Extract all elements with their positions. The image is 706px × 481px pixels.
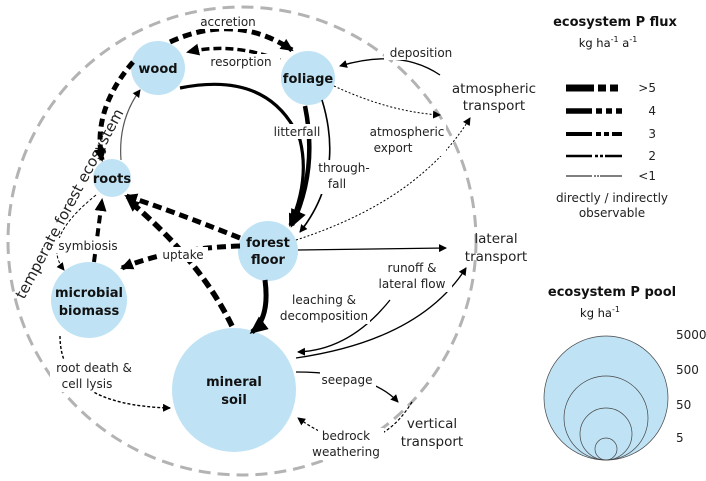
atm-transport-label-1: atmospheric bbox=[452, 81, 536, 97]
flux-leaching-label-2: decomposition bbox=[280, 309, 368, 323]
pool-forest-floor-label-2: floor bbox=[251, 253, 285, 268]
legend-flux-level-3: 3 bbox=[648, 127, 656, 141]
flux-accretion-arrow bbox=[168, 26, 294, 53]
pool-mineral-soil bbox=[172, 328, 296, 452]
flux-symbiosis-label: symbiosis bbox=[58, 239, 117, 253]
flux-litterfall-arrow bbox=[289, 105, 312, 228]
flux-roots-microbial-arrow bbox=[56, 194, 97, 271]
pool-mineral-soil-label-1: mineral bbox=[206, 375, 262, 390]
flux-atmospheric-export-arrow bbox=[295, 117, 471, 241]
legend-pool-circle-5000 bbox=[543, 335, 669, 461]
legend-pool-unit: kg ha-1 bbox=[580, 305, 620, 320]
legend-flux-level-5: >5 bbox=[638, 81, 656, 95]
flux-resorption-label: resorption bbox=[210, 55, 271, 69]
flux-seepage-label: seepage bbox=[322, 373, 373, 387]
pool-microbial-label-2: biomass bbox=[59, 304, 120, 319]
pool-foliage bbox=[281, 51, 335, 105]
legend-flux-note-2: observable bbox=[579, 206, 645, 220]
flux-runoff-label-1: runoff & bbox=[388, 261, 437, 275]
flux-floor-lateral-arrow bbox=[297, 244, 447, 253]
flux-throughfall-label-1: through- bbox=[318, 161, 369, 175]
flux-atm-export-label-1: atmospheric bbox=[370, 125, 445, 139]
legend-pool-level-5000: 5000 bbox=[676, 328, 706, 342]
flux-root-death-label-1: root death & bbox=[56, 361, 132, 375]
flux-uptake-floor-arrow bbox=[124, 193, 241, 241]
flux-leaching-label-1: leaching & bbox=[292, 293, 356, 307]
flux-runoff-arrow bbox=[295, 267, 467, 359]
pool-mineral-soil-label-2: soil bbox=[221, 393, 247, 408]
lateral-transport-label-2: transport bbox=[465, 249, 527, 265]
flux-resorption-arrow bbox=[186, 43, 281, 62]
vertical-transport-label-1: vertical bbox=[407, 416, 457, 432]
flux-weathering-arrow bbox=[297, 401, 413, 442]
flux-uptake-soil-arrow bbox=[126, 197, 235, 328]
pool-forest-floor bbox=[238, 221, 298, 281]
flux-runoff-label-2: lateral flow bbox=[379, 277, 446, 291]
flux-weathering-label-2: weathering bbox=[312, 445, 380, 459]
pool-microbial-label-1: microbial bbox=[55, 286, 123, 301]
flux-foliage-atm-arrow bbox=[333, 85, 441, 119]
legend-pool-level-5: 5 bbox=[676, 431, 684, 445]
flux-symbiosis-arrow bbox=[92, 198, 107, 263]
pool-roots bbox=[93, 159, 131, 197]
flux-deposition-label: deposition bbox=[390, 46, 453, 60]
legend-flux-title: ecosystem P flux bbox=[553, 15, 677, 30]
pool-foliage-label: foliage bbox=[283, 72, 334, 87]
legend-flux-note-1: directly / indirectly bbox=[556, 191, 668, 205]
flux-throughfall-label-2: fall bbox=[328, 177, 346, 191]
pool-forest-floor-label-1: forest bbox=[246, 236, 290, 251]
pool-microbial-biomass bbox=[51, 262, 127, 338]
lateral-transport-label-1: lateral bbox=[474, 231, 517, 247]
flux-roots-wood-arrow bbox=[120, 89, 141, 161]
flux-wood-roots-arrow bbox=[93, 60, 135, 162]
legend-flux-level-4: 4 bbox=[648, 104, 656, 118]
legend-pool-title: ecosystem P pool bbox=[548, 285, 676, 300]
legend-pool-level-50: 50 bbox=[676, 398, 691, 412]
flux-root-death-label-2: cell lysis bbox=[62, 377, 113, 391]
pool-wood-label: wood bbox=[138, 62, 177, 77]
flux-leaching-arrow bbox=[249, 279, 269, 334]
atm-transport-label-2: transport bbox=[463, 98, 525, 114]
pool-wood bbox=[131, 41, 185, 95]
legend-pool-level-500: 500 bbox=[676, 363, 699, 377]
legend-pool: ecosystem P pool kg ha-1 5000 500 50 5 bbox=[543, 285, 706, 461]
ecosystem-boundary bbox=[6, 5, 478, 477]
legend-pool-circle-5 bbox=[594, 437, 618, 461]
flux-decomposition-arrow bbox=[297, 299, 391, 356]
legend-flux: ecosystem P flux kg ha-1 a-1 >5 4 3 2 <1… bbox=[553, 15, 677, 220]
flux-atm-export-label-2: export bbox=[374, 141, 413, 155]
flux-uptake-label: uptake bbox=[162, 248, 203, 262]
flux-litterfall-label: litterfall bbox=[274, 125, 321, 139]
legend-flux-unit: kg ha-1 a-1 bbox=[579, 35, 638, 50]
flux-accretion-label: accretion bbox=[200, 15, 256, 29]
flux-weathering-label-1: bedrock bbox=[322, 429, 370, 443]
vertical-transport-label-2: transport bbox=[401, 434, 463, 450]
pool-roots-label: roots bbox=[93, 172, 131, 187]
legend-flux-level-1: <1 bbox=[638, 169, 656, 183]
flux-litterfall-wood-arrow bbox=[179, 82, 305, 227]
legend-flux-level-2: 2 bbox=[648, 149, 656, 163]
